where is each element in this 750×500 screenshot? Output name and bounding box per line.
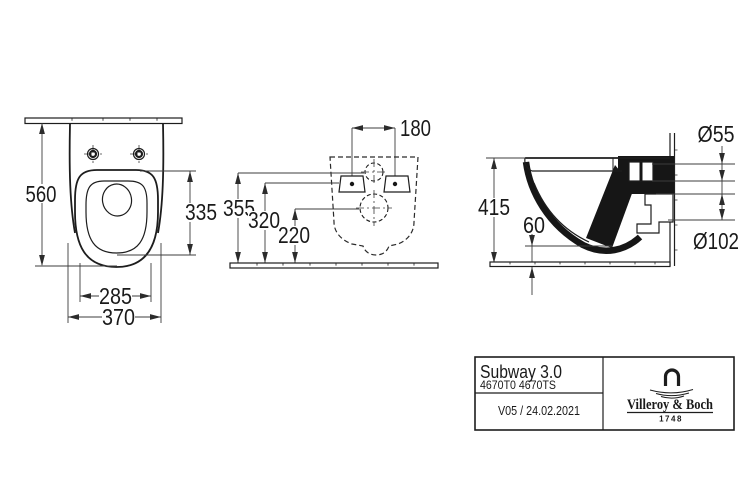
outlet-pipe <box>636 193 674 234</box>
inlet-circle <box>361 159 387 185</box>
outlet-circle <box>356 190 392 226</box>
toilet-front-outline <box>68 123 165 268</box>
brand-founded-year: 1748 <box>659 415 683 424</box>
dim-label-415: 415 <box>478 194 510 220</box>
dim-label-dia55: Ø55 <box>698 121 735 147</box>
floor-line-top-view <box>229 262 439 269</box>
dimension-415: 415 <box>478 157 526 263</box>
version-date: V05 / 24.02.2021 <box>498 404 580 418</box>
top-view: 180 355 320 220 <box>223 115 439 269</box>
title-block: Subway 3.0 4670T0 4670TS V05 / 24.02.202… <box>474 356 735 431</box>
fixing-bracket-left <box>338 175 366 193</box>
dimension-220: 220 <box>278 208 359 263</box>
dim-label-320: 320 <box>248 207 280 233</box>
toilet-rear-dashed-outline <box>329 156 419 256</box>
dim-label-220: 220 <box>278 222 310 248</box>
fixing-hole-right <box>130 145 148 163</box>
dimension-320: 320 <box>248 182 339 263</box>
toilet-side-profile <box>522 156 674 254</box>
dim-label-180: 180 <box>400 115 431 141</box>
seat-hinge-dot <box>618 162 622 166</box>
fixing-hole-left <box>84 145 102 163</box>
floor-line-side-view <box>489 261 671 268</box>
dimension-335: 335 <box>117 170 217 256</box>
dimension-560: 560 <box>25 123 117 267</box>
dimension-diameters: Ø55 Ø102 <box>693 121 739 254</box>
inlet-socket <box>628 161 654 182</box>
fixing-bracket-right <box>383 175 411 193</box>
product-name: Subway 3.0 <box>480 362 562 382</box>
dimension-180: 180 <box>352 115 431 141</box>
dimension-285: 285 <box>79 263 152 309</box>
dim-label-dia102: Ø102 <box>693 228 739 254</box>
water-surface-outline <box>101 183 133 217</box>
dim-label-370: 370 <box>102 304 135 330</box>
article-numbers: 4670T0 4670TS <box>480 380 556 392</box>
dim-label-285: 285 <box>99 283 132 309</box>
dimension-370: 370 <box>67 243 162 330</box>
dim-label-60: 60 <box>523 212 545 238</box>
front-view: 560 335 285 <box>24 117 217 330</box>
side-view: 415 60 Ø55 Ø102 <box>478 121 739 295</box>
villeroy-boch-logo-icon <box>649 368 694 399</box>
dim-label-335: 335 <box>185 199 217 225</box>
wall-rail <box>24 117 183 125</box>
dim-label-560: 560 <box>26 181 57 207</box>
brand-name: Villeroy & Boch <box>627 397 713 413</box>
